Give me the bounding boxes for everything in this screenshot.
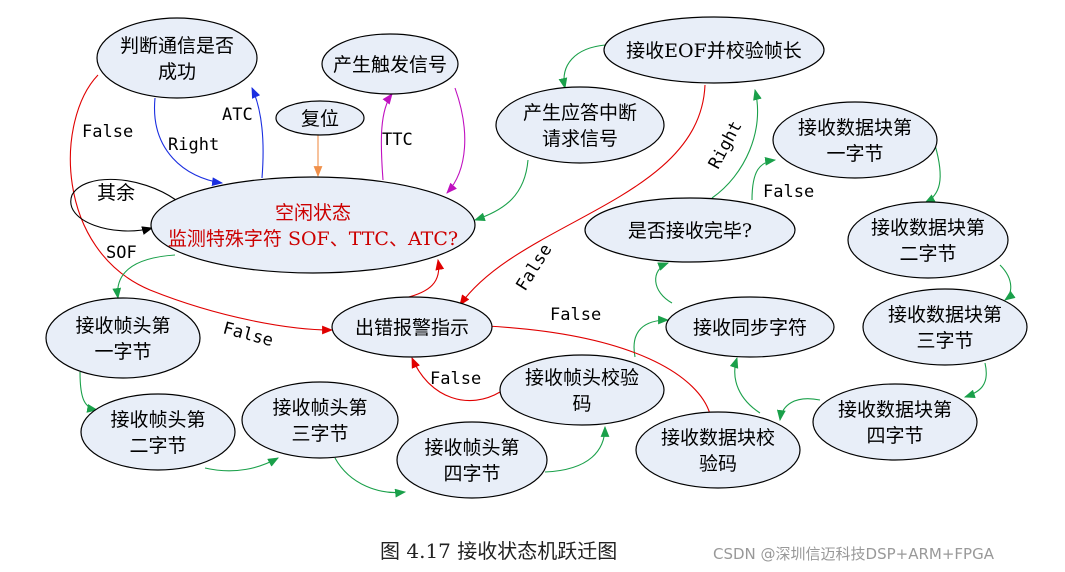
edge-head3-head4	[334, 457, 407, 498]
node-head3: 接收帧头第 三字节	[241, 381, 399, 459]
node-head1-line2: 一字节	[94, 341, 151, 363]
label-right-done: Right	[705, 118, 747, 173]
node-done-label: 是否接收完毕?	[628, 220, 752, 242]
node-head3-line2: 三字节	[291, 423, 348, 445]
node-reset: 复位	[275, 100, 365, 136]
label-false-done: False	[763, 182, 814, 202]
label-false-headcheck: False	[430, 369, 481, 389]
edge-eof-irq	[558, 44, 606, 90]
node-datacheck-line2: 验码	[699, 453, 737, 475]
node-head2-line2: 二字节	[129, 435, 186, 457]
node-data2: 接收数据块第 二字节	[847, 201, 1009, 279]
node-error: 出错报警指示	[331, 296, 493, 358]
edge-head1-head2	[79, 371, 99, 413]
node-data4-line1: 接收数据块第	[838, 399, 952, 421]
node-head1-line1: 接收帧头第	[75, 315, 170, 337]
node-head2-line1: 接收帧头第	[110, 409, 205, 431]
edges	[69, 44, 1016, 498]
edge-head4-headcheck	[544, 425, 610, 473]
node-idle: 空闲状态 监测特殊字符 SOF、TTC、ATC?	[150, 176, 476, 274]
edge-datacheck-sync	[729, 356, 761, 414]
node-data1-line2: 一字节	[826, 143, 883, 165]
node-head4-line1: 接收帧头第	[424, 437, 519, 459]
edge-done-eof-right	[711, 88, 762, 199]
edge-irq-idle	[473, 159, 529, 222]
node-irq: 产生应答中断 请求信号	[495, 86, 665, 164]
node-head4-line2: 四字节	[443, 463, 500, 485]
label-right-judge: Right	[168, 135, 219, 155]
node-head1: 接收帧头第 一字节	[45, 297, 201, 379]
label-false-datacheck: False	[550, 305, 601, 325]
node-reset-label: 复位	[301, 108, 339, 130]
node-head2: 接收帧头第 二字节	[80, 393, 236, 471]
edge-error-idle	[404, 258, 445, 299]
node-data4-line2: 四字节	[866, 425, 923, 447]
edge-sync-done	[655, 262, 673, 304]
node-others-label: 其余	[97, 182, 135, 204]
node-trigger: 产生触发信号	[321, 33, 459, 95]
node-data2-line2: 二字节	[899, 243, 956, 265]
node-headcheck: 接收帧头校验 码	[499, 354, 665, 426]
edge-data4-datacheck	[776, 398, 821, 422]
node-head3-line1: 接收帧头第	[272, 397, 367, 419]
label-false-judge: False	[82, 122, 133, 142]
edge-others-loop	[70, 178, 177, 235]
edge-data1-data2	[924, 144, 941, 204]
edge-data2-data3	[999, 264, 1016, 301]
node-judge-line1: 判断通信是否	[120, 35, 234, 57]
node-data1-line1: 接收数据块第	[798, 117, 912, 139]
node-data3-line1: 接收数据块第	[888, 304, 1002, 326]
label-atc: ATC	[222, 105, 253, 125]
node-eof: 接收EOF并校验帧长	[603, 16, 825, 84]
edge-head2-head3	[204, 457, 279, 472]
node-data2-line1: 接收数据块第	[871, 217, 985, 239]
edge-idle-judge-atc	[251, 86, 264, 179]
edge-trigger-idle	[446, 87, 466, 194]
node-datacheck-line1: 接收数据块校	[661, 427, 775, 449]
figure-caption: 图 4.17 接收状态机跃迁图	[380, 539, 618, 563]
node-judge: 判断通信是否 成功	[96, 17, 258, 99]
edge-headcheck-sync	[633, 315, 670, 358]
node-idle-line1: 空闲状态	[275, 202, 351, 224]
edge-done-data1-false	[751, 156, 777, 201]
node-sync: 接收同步字符	[665, 296, 835, 358]
node-data1: 接收数据块第 一字节	[772, 101, 938, 179]
node-done: 是否接收完毕?	[584, 197, 796, 263]
label-ttc: TTC	[382, 130, 413, 150]
edge-judge-idle-right	[154, 97, 224, 187]
edge-idle-trigger-ttc	[380, 93, 393, 181]
edge-datacheck-error-false	[460, 320, 711, 415]
node-data4: 接收数据块第 四字节	[812, 383, 978, 461]
node-irq-line1: 产生应答中断	[523, 102, 637, 124]
node-data3-line2: 三字节	[916, 330, 973, 352]
node-irq-line2: 请求信号	[542, 128, 618, 150]
label-false-eof: False	[512, 241, 556, 295]
edge-judge-error-false	[69, 74, 334, 335]
edge-headcheck-error-false	[411, 356, 501, 402]
node-head4: 接收帧头第 四字节	[396, 421, 548, 499]
node-trigger-label: 产生触发信号	[333, 54, 447, 76]
edge-eof-error-false	[459, 84, 706, 306]
node-error-label: 出错报警指示	[355, 317, 469, 339]
node-headcheck-line2: 码	[572, 393, 591, 415]
node-eof-label: 接收EOF并校验帧长	[626, 40, 802, 62]
node-sync-label: 接收同步字符	[693, 317, 807, 339]
node-judge-line2: 成功	[158, 61, 196, 83]
node-headcheck-line1: 接收帧头校验	[525, 367, 639, 389]
edge-data3-data4	[963, 362, 987, 399]
node-data3: 接收数据块第 三字节	[862, 288, 1028, 366]
node-idle-line2: 监测特殊字符 SOF、TTC、ATC?	[168, 228, 458, 250]
edge-idle-head1-sof	[112, 254, 176, 300]
watermark: CSDN @深圳信迈科技DSP+ARM+FPGA	[713, 545, 994, 563]
label-sof: SOF	[106, 243, 137, 263]
node-datacheck: 接收数据块校 验码	[635, 411, 801, 489]
